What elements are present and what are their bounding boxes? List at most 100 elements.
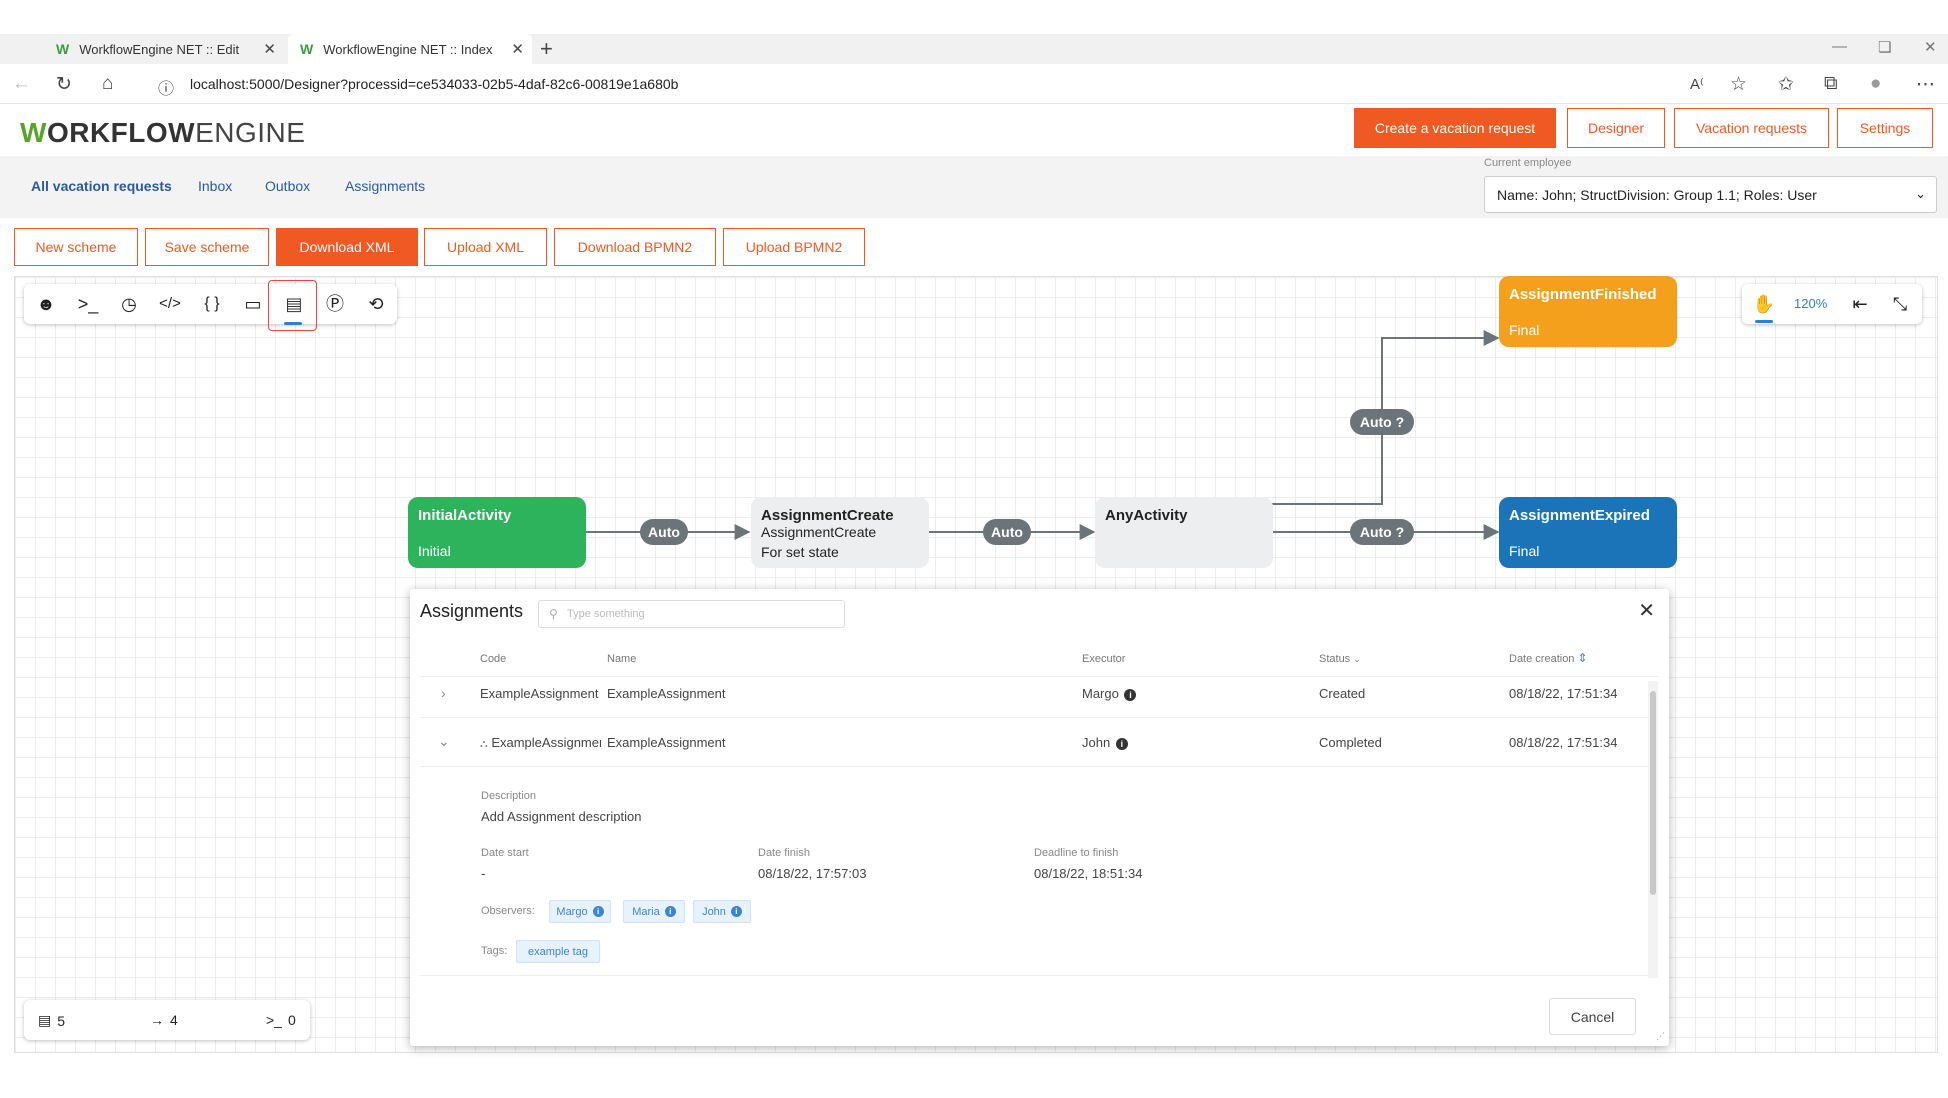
process-info-icon[interactable]: Ⓟ: [326, 294, 344, 314]
profile-avatar-icon[interactable]: ●: [1870, 73, 1882, 94]
browser-tab[interactable]: W WorkflowEngine NET :: Edit ✕: [44, 34, 284, 64]
download-bpmn2-button[interactable]: Download BPMN2: [554, 228, 716, 266]
question-icon: ?: [1395, 524, 1405, 540]
favorites-icon[interactable]: ✩: [1778, 74, 1794, 95]
column-header-executor[interactable]: Executor: [1082, 653, 1126, 665]
activity-assignment-create[interactable]: AssignmentCreate AssignmentCreate For se…: [751, 497, 929, 568]
upload-xml-button[interactable]: Upload XML: [424, 228, 547, 266]
activity-initial[interactable]: InitialActivity Initial: [408, 497, 586, 568]
activity-title: AnyActivity: [1105, 507, 1188, 524]
resize-grip-icon[interactable]: ⋰: [1656, 1031, 1665, 1041]
new-tab-button[interactable]: +: [540, 36, 553, 61]
column-header-status[interactable]: Status ⌄: [1319, 653, 1361, 665]
read-aloud-icon[interactable]: A⁽: [1690, 76, 1704, 93]
date-start-label: Date start: [481, 847, 529, 859]
site-info-icon[interactable]: ⓘ: [158, 81, 175, 98]
designer-toolbar: ☻ >_ ◷ </> { } ▭ ▤ Ⓟ ⟲: [24, 284, 397, 324]
app-logo[interactable]: WORKFLOWENGINE: [20, 117, 306, 148]
chevron-right-icon[interactable]: ›: [441, 685, 446, 701]
history-icon[interactable]: ⟲: [368, 294, 384, 314]
collections-icon[interactable]: ⧉: [1824, 73, 1838, 94]
actors-icon[interactable]: ☻: [36, 294, 56, 314]
browser-tabbar: W WorkflowEngine NET :: Edit ✕ W Workflo…: [0, 34, 1948, 64]
nav-all-vacation-requests[interactable]: All vacation requests: [31, 178, 172, 194]
activity-title: AssignmentExpired: [1509, 507, 1650, 524]
chevron-down-icon[interactable]: ⌄: [438, 733, 450, 749]
observers-label: Observers:: [481, 905, 535, 917]
parameters-icon[interactable]: { }: [204, 295, 220, 312]
transition-pill[interactable]: Auto: [640, 519, 688, 545]
minimize-icon[interactable]: —: [1832, 38, 1847, 55]
fullscreen-icon[interactable]: ⤡: [1892, 294, 1908, 314]
comments-icon[interactable]: ▭: [244, 294, 262, 314]
vacation-requests-button[interactable]: Vacation requests: [1674, 108, 1829, 148]
new-scheme-button[interactable]: New scheme: [14, 228, 138, 266]
create-vacation-request-button[interactable]: Create a vacation request: [1354, 108, 1556, 148]
selected-tool-highlight: [268, 280, 317, 331]
favorite-add-icon[interactable]: ☆: [1730, 74, 1748, 95]
sort-icon: ⇕: [1577, 651, 1588, 665]
cell-executor: John i: [1082, 735, 1128, 750]
close-tab-icon[interactable]: ✕: [263, 41, 276, 58]
transition-pill-conditional[interactable]: Auto ?: [1350, 519, 1414, 545]
current-employee-select[interactable]: Name: John; StructDivision: Group 1.1; R…: [1484, 176, 1937, 213]
cell-date: 08/18/22, 17:51:34: [1509, 686, 1618, 701]
transition-pill-conditional[interactable]: Auto ?: [1350, 409, 1414, 435]
activity-any[interactable]: AnyActivity: [1095, 497, 1273, 568]
activity-assignment-finished[interactable]: AssignmentFinished Final: [1499, 276, 1677, 347]
assignments-search-input[interactable]: ⚲ Type something: [538, 600, 845, 628]
column-header-name[interactable]: Name: [607, 653, 637, 665]
zoom-level[interactable]: 120%: [1794, 296, 1828, 311]
window-close-icon[interactable]: ✕: [1924, 39, 1937, 56]
cancel-button[interactable]: Cancel: [1549, 998, 1636, 1035]
cell-status: Completed: [1319, 735, 1382, 750]
activities-icon: ▤: [38, 1012, 52, 1028]
fit-width-icon[interactable]: ⇤: [1852, 294, 1868, 314]
activity-assignment-expired[interactable]: AssignmentExpired Final: [1499, 497, 1677, 568]
nav-outbox[interactable]: Outbox: [265, 178, 311, 194]
cell-executor: Margo i: [1082, 686, 1137, 701]
cell-code: ⛬ ExampleAssignment: [480, 735, 601, 750]
column-header-date-creation[interactable]: Date creation ⇕: [1509, 651, 1588, 665]
browser-tab-active[interactable]: W WorkflowEngine NET :: Index ✕: [288, 34, 532, 64]
cell-name: ExampleAssignment: [607, 735, 726, 750]
code-actions-icon[interactable]: </>: [159, 295, 181, 312]
home-icon[interactable]: ⌂: [102, 73, 114, 94]
cell-status: Created: [1319, 686, 1366, 701]
dialog-scrollbar[interactable]: [1648, 681, 1658, 978]
scrollbar-thumb[interactable]: [1650, 691, 1656, 895]
browser-tab-title: WorkflowEngine NET :: Index: [323, 41, 493, 57]
settings-button[interactable]: Settings: [1837, 108, 1933, 148]
cell-date: 08/18/22, 17:51:34: [1509, 735, 1618, 750]
activity-subtitle: Initial: [418, 543, 451, 559]
back-icon[interactable]: ←: [12, 73, 31, 94]
tag-chip[interactable]: example tag: [516, 940, 600, 963]
column-header-code[interactable]: Code: [480, 653, 507, 665]
download-xml-button[interactable]: Download XML: [276, 228, 418, 266]
close-tab-icon[interactable]: ✕: [511, 41, 524, 58]
commands-icon[interactable]: >_: [77, 294, 99, 314]
more-menu-icon[interactable]: ⋯: [1916, 74, 1935, 95]
view-toolbar: ✋ 120% ⇤ ⤡: [1742, 284, 1922, 324]
designer-button[interactable]: Designer: [1567, 108, 1665, 148]
nav-inbox[interactable]: Inbox: [198, 178, 233, 194]
transition-pill[interactable]: Auto: [983, 519, 1031, 545]
restore-icon[interactable]: ❏: [1878, 39, 1892, 56]
assignments-icon[interactable]: ▤: [285, 294, 303, 314]
url-field[interactable]: localhost:5000/Designer?processid=ce5340…: [190, 76, 679, 92]
activity-subtitle: Final: [1509, 322, 1540, 338]
activity-title: AssignmentCreate: [761, 507, 894, 524]
hand-pan-icon[interactable]: ✋: [1752, 294, 1776, 314]
upload-bpmn2-button[interactable]: Upload BPMN2: [723, 228, 865, 266]
info-icon[interactable]: i: [1115, 737, 1128, 750]
timers-icon[interactable]: ◷: [121, 294, 137, 314]
reload-icon[interactable]: ↻: [56, 74, 72, 95]
nav-assignments[interactable]: Assignments: [345, 178, 426, 194]
commands-icon: >_: [266, 1012, 282, 1028]
info-icon[interactable]: i: [1124, 688, 1137, 701]
dialog-close-icon[interactable]: ✕: [1638, 600, 1655, 622]
save-scheme-button[interactable]: Save scheme: [145, 228, 269, 266]
